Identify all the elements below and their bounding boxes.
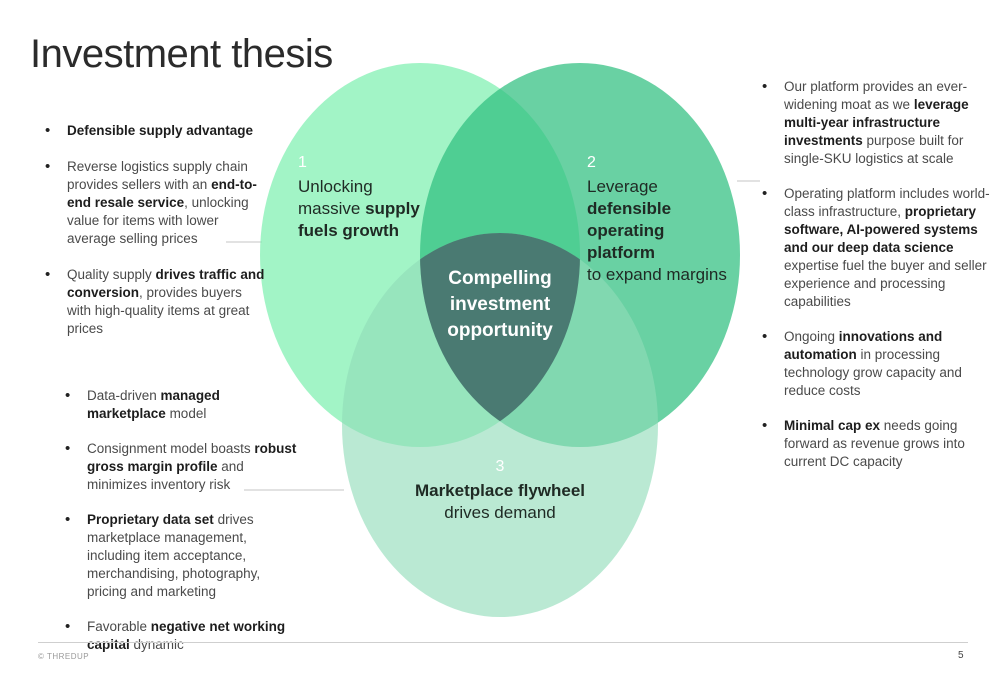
list-item: Ongoing innovations and automation in pr… [762, 328, 998, 400]
footer-brand: © THREDUP [38, 652, 90, 661]
bullet-text: in processing technology grow capacity a… [784, 347, 962, 398]
bullet-text: model [165, 406, 207, 421]
list-item: Our platform provides an ever-widening m… [762, 78, 998, 168]
circle-label-platform: 2 Leverage defensible operating platform… [587, 152, 737, 286]
bullet-text: Reverse logistics supply chain provides … [67, 159, 248, 192]
list-item: Data-driven managed marketplace model [65, 387, 300, 423]
bullet-text: Our platform provides an ever-widening m… [784, 79, 968, 112]
list-item: Reverse logistics supply chain provides … [45, 158, 265, 248]
list-item: Minimal cap ex needs going forward as re… [762, 417, 998, 471]
bullet-text: needs going forward as revenue grows int… [784, 418, 965, 469]
bullet-text: expertise fuel the buyer and seller expe… [784, 258, 987, 309]
list-item: Consignment model boasts robust gross ma… [65, 440, 300, 494]
circle-label-marketplace: 3 Marketplace flywheel drives demand [400, 456, 600, 524]
bullet-bold: Defensible supply advantage [67, 123, 254, 138]
circle-bold: defensible operating platform [587, 199, 672, 262]
marketplace-bullets: Data-driven managed marketplace model Co… [65, 387, 300, 671]
center-label: Compelling investment opportunity [447, 268, 553, 341]
circle-text: Leverage [587, 177, 658, 196]
bullet-text: , provides buyers with high-quality item… [67, 285, 250, 336]
circle-bold: supply fuels growth [298, 199, 420, 240]
bullet-bold: negative net working capital [87, 619, 286, 652]
bullet-text: Data-driven [87, 388, 161, 403]
list-item: Defensible supply advantage [45, 122, 265, 140]
bullet-text: purpose built for single-SKU logistics a… [784, 133, 964, 166]
list-item: Favorable negative net working capital d… [65, 618, 300, 654]
circle-text: drives demand [444, 503, 556, 522]
platform-bullets: Our platform provides an ever-widening m… [762, 78, 998, 488]
circle-label-supply: 1 Unlocking massive supply fuels growth [298, 152, 428, 242]
page-number: 5 [958, 650, 964, 661]
supply-bullets: Defensible supply advantage Reverse logi… [45, 122, 265, 338]
bullet-text: and minimizes inventory risk [87, 459, 244, 492]
bullet-bold: drives traffic and conversion [67, 267, 265, 300]
circle-number: 2 [587, 154, 596, 171]
bullet-text: Ongoing [784, 329, 839, 344]
bullet-bold: Minimal cap ex [784, 418, 881, 433]
bullet-bold: end-to-end resale service [67, 177, 257, 210]
circle-text: to expand margins [587, 265, 727, 284]
footer-divider [38, 642, 968, 643]
bullet-bold: leverage multi-year infrastructure inves… [784, 97, 969, 148]
list-item: Operating platform includes world-class … [762, 185, 998, 311]
circle-marketplace [342, 233, 658, 617]
bullet-bold: innovations and automation [784, 329, 943, 362]
list-item: Proprietary data set drives marketplace … [65, 511, 300, 601]
bullet-text: drives marketplace management, including… [87, 512, 261, 599]
bullet-text: Consignment model boasts [87, 441, 255, 456]
bullet-text: Favorable [87, 619, 151, 634]
bullet-text: Quality supply [67, 267, 156, 282]
bullet-bold: robust gross margin profile [87, 441, 297, 474]
circle-text: Unlocking massive [298, 177, 373, 218]
circle-number: 3 [495, 458, 505, 475]
bullet-bold: Proprietary data set [87, 512, 214, 527]
circle-number: 1 [298, 154, 307, 171]
bullet-text: Operating platform includes world-class … [784, 186, 990, 219]
list-item: Quality supply drives traffic and conver… [45, 266, 265, 338]
bullet-bold: managed marketplace [87, 388, 220, 421]
bullet-text: , unlocking value for items with lower a… [67, 195, 249, 246]
slide-title: Investment thesis [30, 32, 333, 76]
bullet-text: dynamic [129, 637, 184, 652]
bullet-bold: proprietary software, AI-powered systems… [784, 204, 978, 255]
circle-bold: Marketplace flywheel [414, 481, 586, 500]
